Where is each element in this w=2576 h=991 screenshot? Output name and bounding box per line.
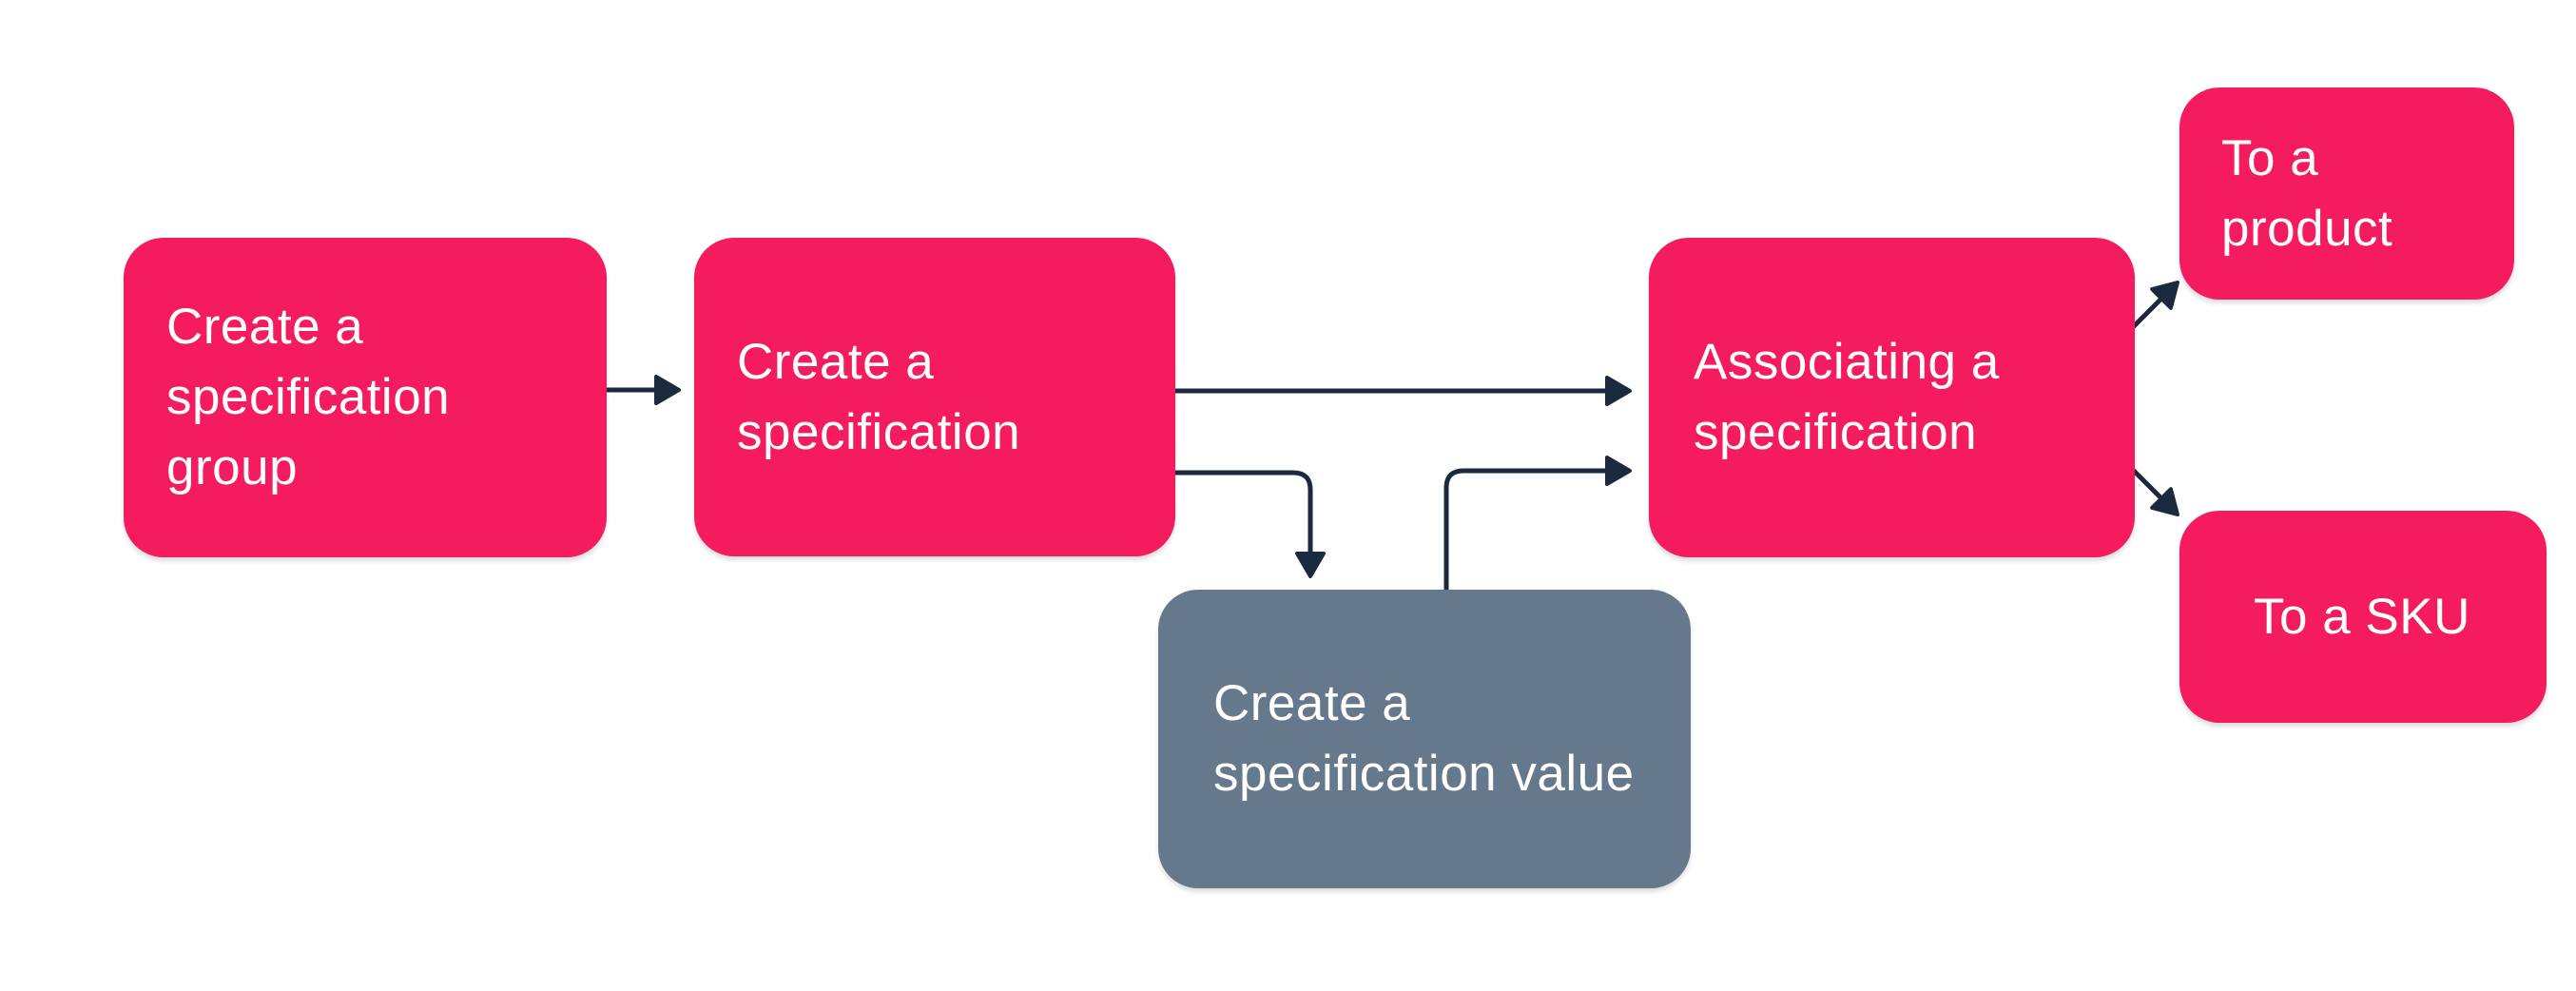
node-create-specification-group-label: Create a specification group <box>166 299 451 496</box>
node-associating-a-specification-label: Associating a specification <box>1694 334 2000 460</box>
node-to-a-sku-label: To a SKU <box>2254 588 2470 645</box>
arrow-create-spec-to-associating <box>1104 376 1632 406</box>
node-create-specification-label: Create a specification <box>737 333 1021 460</box>
node-to-a-sku: To a SKU <box>2179 511 2547 723</box>
node-to-a-product-label: To a product <box>2221 129 2393 257</box>
node-create-specification-group: Create a specification group <box>124 238 607 557</box>
node-create-specification-value-label: Create a specification value <box>1213 675 1635 802</box>
node-create-specification: Create a specification <box>694 238 1175 556</box>
node-associating-a-specification: Associating a specification <box>1649 238 2135 557</box>
arrow-spec-value-to-associating <box>1443 456 1632 590</box>
node-to-a-product: To a product <box>2179 87 2514 300</box>
node-create-specification-value: Create a specification value <box>1158 590 1691 888</box>
